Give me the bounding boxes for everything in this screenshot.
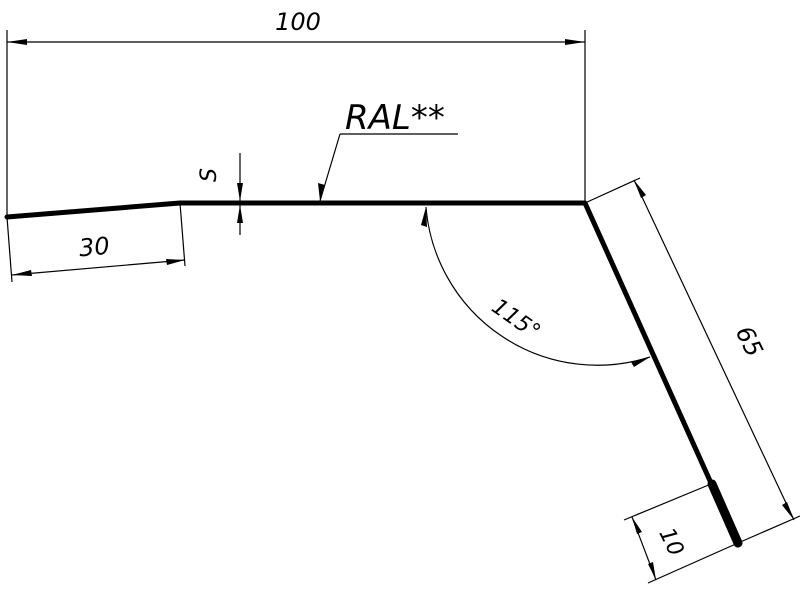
- dim-100-label: 100: [275, 8, 321, 36]
- dim-thickness: S: [197, 153, 243, 235]
- dim-angle-label: 115°: [487, 294, 545, 345]
- dim-65-label: 65: [730, 322, 769, 362]
- dim-angle: 115°: [421, 206, 651, 367]
- dim-100: 100: [6, 8, 586, 217]
- dim-30-label: 30: [78, 232, 111, 263]
- sheet-profile: [4, 200, 741, 546]
- ral-label: RAL**: [345, 98, 445, 138]
- dim-thickness-label: S: [197, 168, 222, 182]
- dim-10-label: 10: [653, 524, 688, 560]
- hem-thickening: [707, 479, 743, 548]
- dim-65: 65: [584, 177, 800, 544]
- ral-leader: RAL**: [318, 98, 458, 202]
- dim-30: 30: [6, 202, 186, 283]
